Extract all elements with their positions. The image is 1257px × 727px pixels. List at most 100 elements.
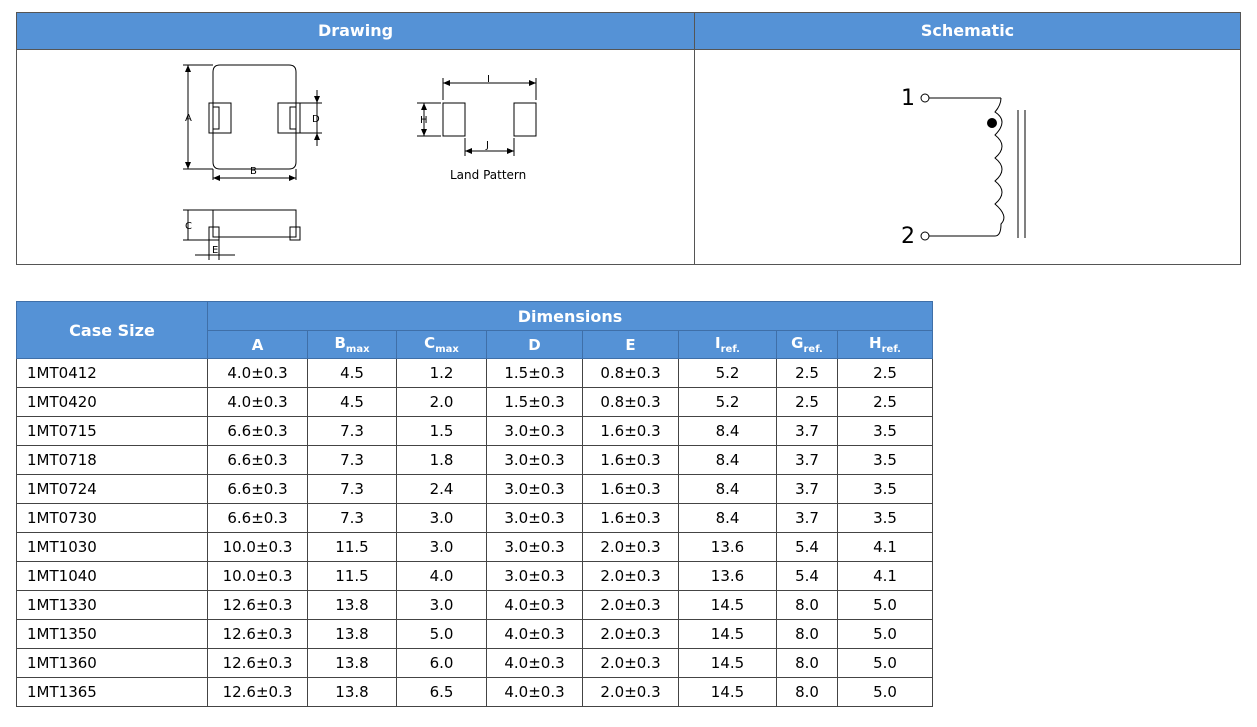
column-header: Cmax [396, 330, 487, 359]
column-header: Iref. [678, 330, 777, 359]
dimension-cell: 1.2 [396, 358, 487, 388]
dimension-cell: 7.3 [307, 503, 397, 533]
land-pad-right [513, 102, 537, 137]
dim-label-i: I [487, 74, 490, 85]
dimension-cell: 7.3 [307, 474, 397, 504]
dimension-cell: 6.6±0.3 [207, 503, 308, 533]
dimension-cell: 4.0±0.3 [486, 590, 583, 620]
case-size-cell: 1MT1330 [16, 590, 208, 620]
case-size-cell: 1MT1040 [16, 561, 208, 591]
dimension-cell: 3.0 [396, 590, 487, 620]
dimension-cell: 5.0 [837, 619, 933, 649]
dim-label-a: A [185, 113, 192, 124]
dimension-cell: 14.5 [678, 619, 777, 649]
dimension-cell: 4.1 [837, 532, 933, 562]
dimension-cell: 4.1 [837, 561, 933, 591]
column-header: Href. [837, 330, 933, 359]
column-header-main: D [528, 335, 541, 354]
column-header-main: I [715, 334, 721, 352]
dimension-cell: 1.6±0.3 [582, 503, 679, 533]
dimension-cell: 7.3 [307, 445, 397, 475]
terminal-right [277, 102, 301, 134]
column-header-main: G [791, 334, 804, 352]
dimension-cell: 1.5±0.3 [486, 387, 583, 417]
dimension-cell: 3.5 [837, 474, 933, 504]
dimensions-group-header: Dimensions [207, 301, 933, 331]
dimension-cell: 3.7 [776, 474, 838, 504]
column-header-main: B [334, 334, 346, 352]
column-header-sub: max [435, 344, 459, 355]
dimension-cell: 8.4 [678, 474, 777, 504]
column-header: D [486, 330, 583, 359]
dimension-cell: 10.0±0.3 [207, 561, 308, 591]
dimension-cell: 6.5 [396, 677, 487, 707]
column-header-main: C [424, 334, 436, 352]
dimension-cell: 4.5 [307, 358, 397, 388]
dimension-cell: 8.0 [776, 677, 838, 707]
dimension-cell: 3.0±0.3 [486, 445, 583, 475]
dimension-cell: 4.0 [396, 561, 487, 591]
dimension-cell: 3.0±0.3 [486, 561, 583, 591]
case-size-cell: 1MT0718 [16, 445, 208, 475]
column-divider [694, 13, 695, 264]
dimension-cell: 5.2 [678, 387, 777, 417]
dimension-cell: 2.0±0.3 [582, 677, 679, 707]
dimension-cell: 11.5 [307, 561, 397, 591]
dimension-cell: 7.3 [307, 416, 397, 446]
pin2-label: 2 [901, 224, 915, 249]
pin1-terminal [920, 93, 930, 103]
case-size-cell: 1MT0715 [16, 416, 208, 446]
column-header-sub: ref. [803, 344, 823, 355]
dimension-cell: 8.4 [678, 416, 777, 446]
dimension-cell: 3.7 [776, 503, 838, 533]
dimension-cell: 8.0 [776, 619, 838, 649]
drawing-schematic-table: Drawing Schematic [16, 12, 1241, 265]
dim-label-e: E [212, 245, 218, 256]
dimension-cell: 1.5 [396, 416, 487, 446]
dimension-cell: 3.0 [396, 503, 487, 533]
dimension-cell: 13.8 [307, 677, 397, 707]
land-pattern-caption: Land Pattern [450, 168, 526, 182]
dimension-cell: 1.6±0.3 [582, 474, 679, 504]
dimension-cell: 14.5 [678, 677, 777, 707]
dimension-cell: 5.0 [837, 677, 933, 707]
case-size-cell: 1MT0420 [16, 387, 208, 417]
dimension-cell: 5.0 [837, 590, 933, 620]
column-header: A [207, 330, 308, 359]
polarity-dot [987, 118, 997, 128]
dimension-cell: 12.6±0.3 [207, 619, 308, 649]
dimension-cell: 8.0 [776, 648, 838, 678]
dimension-cell: 2.0±0.3 [582, 619, 679, 649]
dimension-cell: 3.0±0.3 [486, 474, 583, 504]
schematic-header: Schematic [695, 13, 1240, 49]
dimension-cell: 4.0±0.3 [486, 677, 583, 707]
dimension-cell: 3.7 [776, 416, 838, 446]
dimension-cell: 3.0±0.3 [486, 416, 583, 446]
dimension-cell: 1.6±0.3 [582, 416, 679, 446]
dimension-cell: 2.0 [396, 387, 487, 417]
dimension-cell: 4.0±0.3 [207, 387, 308, 417]
dimension-cell: 2.0±0.3 [582, 561, 679, 591]
pin2-terminal [920, 231, 930, 241]
dimension-cell: 3.0±0.3 [486, 503, 583, 533]
dimension-cell: 11.5 [307, 532, 397, 562]
dimension-cell: 8.0 [776, 590, 838, 620]
case-size-cell: 1MT0412 [16, 358, 208, 388]
dimension-cell: 2.5 [776, 358, 838, 388]
header-divider [17, 49, 1240, 50]
dimension-cell: 3.7 [776, 445, 838, 475]
dimension-cell: 13.8 [307, 590, 397, 620]
drawing-header: Drawing [17, 13, 694, 49]
dimension-cell: 2.5 [776, 387, 838, 417]
case-size-cell: 1MT1365 [16, 677, 208, 707]
